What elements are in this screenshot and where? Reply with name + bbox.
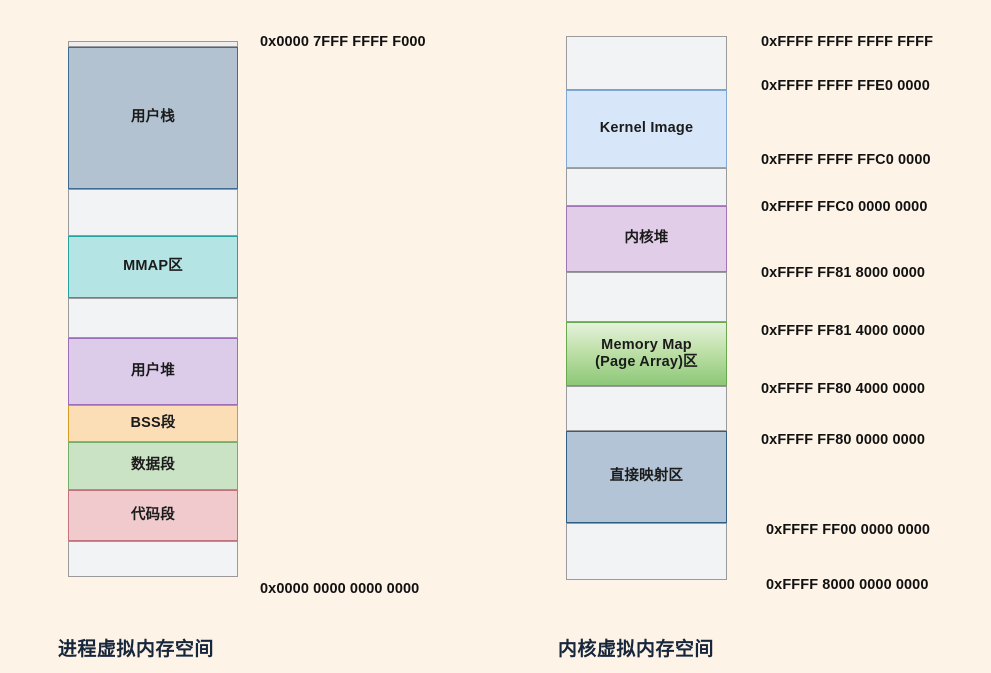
memory-block-label: 用户堆 [130, 362, 176, 379]
memory-block-label: 用户栈 [130, 109, 176, 126]
address-label-process-top: 0x0000 7FFF FFFF F000 [260, 34, 426, 50]
address-label-kernel-0: 0xFFFF FFFF FFFF FFFF [761, 34, 934, 50]
memory-block-gap [68, 298, 238, 338]
kernel-memory-column: Kernel Image 内核堆 Memory Map (Page Array)… [566, 36, 727, 580]
memory-block-data-segment: 数据段 [68, 442, 238, 490]
memory-block-mmap: MMAP区 [68, 236, 238, 298]
memory-block-kernel-heap: 内核堆 [566, 206, 727, 272]
address-label-kernel-7: 0xFFFF FF80 0000 0000 [761, 432, 926, 448]
address-label-kernel-5: 0xFFFF FF81 4000 0000 [761, 323, 926, 339]
address-label-kernel-3: 0xFFFF FFC0 0000 0000 [761, 199, 928, 215]
memory-block-user-stack: 用户栈 [68, 47, 238, 189]
memory-block-user-heap: 用户堆 [68, 338, 238, 405]
address-label-kernel-9: 0xFFFF 8000 0000 0000 [766, 577, 929, 593]
address-label-kernel-6: 0xFFFF FF80 4000 0000 [761, 381, 926, 397]
memory-block-label: MMAP区 [123, 258, 183, 275]
memory-block-label: 数据段 [130, 457, 176, 474]
address-label-kernel-8: 0xFFFF FF00 0000 0000 [766, 522, 931, 538]
memory-block-memory-map: Memory Map (Page Array)区 [566, 322, 727, 386]
memory-block-label: 直接映射区 [609, 468, 684, 485]
address-label-process-bottom: 0x0000 0000 0000 0000 [260, 581, 420, 597]
memory-block-gap [566, 523, 727, 580]
memory-block-direct-map: 直接映射区 [566, 431, 727, 523]
memory-block-gap [566, 36, 727, 90]
memory-block-gap [566, 272, 727, 322]
address-label-kernel-4: 0xFFFF FF81 8000 0000 [761, 265, 926, 281]
memory-block-gap [566, 386, 727, 431]
memory-block-gap [68, 541, 238, 577]
address-label-kernel-1: 0xFFFF FFFF FFE0 0000 [761, 78, 930, 94]
memory-block-bss: BSS段 [68, 405, 238, 442]
caption-kernel-memory-space: 内核虚拟内存空间 [558, 639, 715, 660]
memory-block-gap [566, 168, 727, 206]
memory-block-gap [68, 41, 238, 47]
caption-process-memory-space: 进程虚拟内存空间 [58, 639, 215, 660]
memory-block-label: BSS段 [130, 414, 176, 431]
memory-block-kernel-image: Kernel Image [566, 90, 727, 168]
address-label-kernel-2: 0xFFFF FFFF FFC0 0000 [761, 152, 931, 168]
memory-block-label: Kernel Image [599, 120, 694, 137]
memory-block-label: 代码段 [130, 506, 176, 523]
memory-block-gap [68, 189, 238, 236]
process-memory-column: 用户栈 MMAP区 用户堆 BSS段 数据段 代码段 [68, 41, 238, 577]
memory-block-label: 内核堆 [624, 230, 669, 247]
memory-block-code-segment: 代码段 [68, 490, 238, 541]
memory-block-label: Memory Map (Page Array)区 [595, 336, 698, 370]
